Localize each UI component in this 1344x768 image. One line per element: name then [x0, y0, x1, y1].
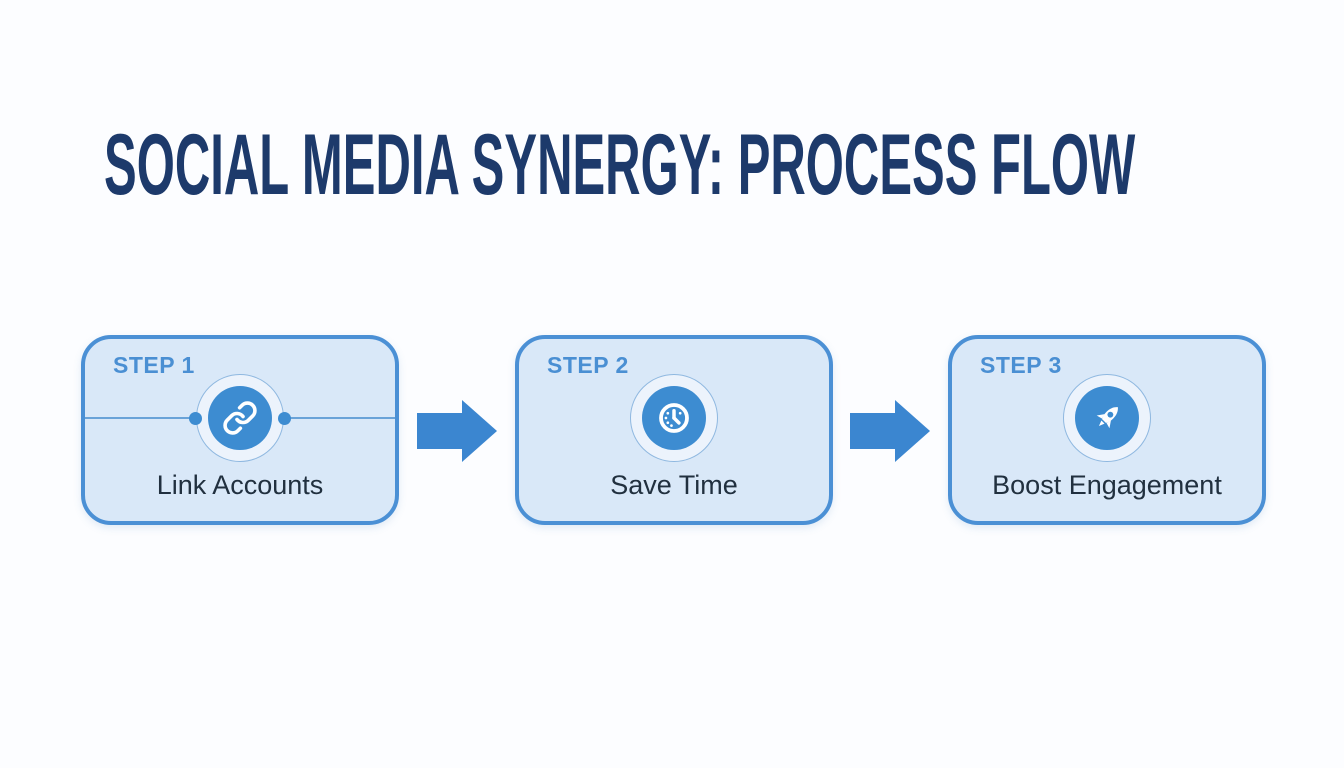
- connector-dot-right: [278, 412, 291, 425]
- icon-ring: [630, 374, 718, 462]
- step-name: Link Accounts: [156, 470, 324, 500]
- icon-ring: [196, 374, 284, 462]
- page-title: SOCIAL MEDIA SYNERGY: PROCESS FLOW: [104, 117, 1136, 213]
- step-card-2: STEP 2 Save Time: [515, 335, 833, 525]
- step-label: STEP 1: [113, 352, 195, 378]
- arrow-right-icon: [417, 400, 497, 462]
- step-card-1: STEP 1 Link Accounts: [81, 335, 399, 525]
- connector-dot-left: [189, 412, 202, 425]
- link-icon: [208, 386, 272, 450]
- rocket-icon: [1075, 386, 1139, 450]
- clock-icon: [642, 386, 706, 450]
- arrow-right-icon: [850, 400, 930, 462]
- step-card-3: STEP 3 Boost Engagement: [948, 335, 1266, 525]
- step-name: Boost Engagement: [992, 470, 1222, 500]
- icon-ring: [1063, 374, 1151, 462]
- step-name: Save Time: [610, 470, 738, 500]
- step-label: STEP 3: [980, 352, 1062, 378]
- step-label: STEP 2: [547, 352, 629, 378]
